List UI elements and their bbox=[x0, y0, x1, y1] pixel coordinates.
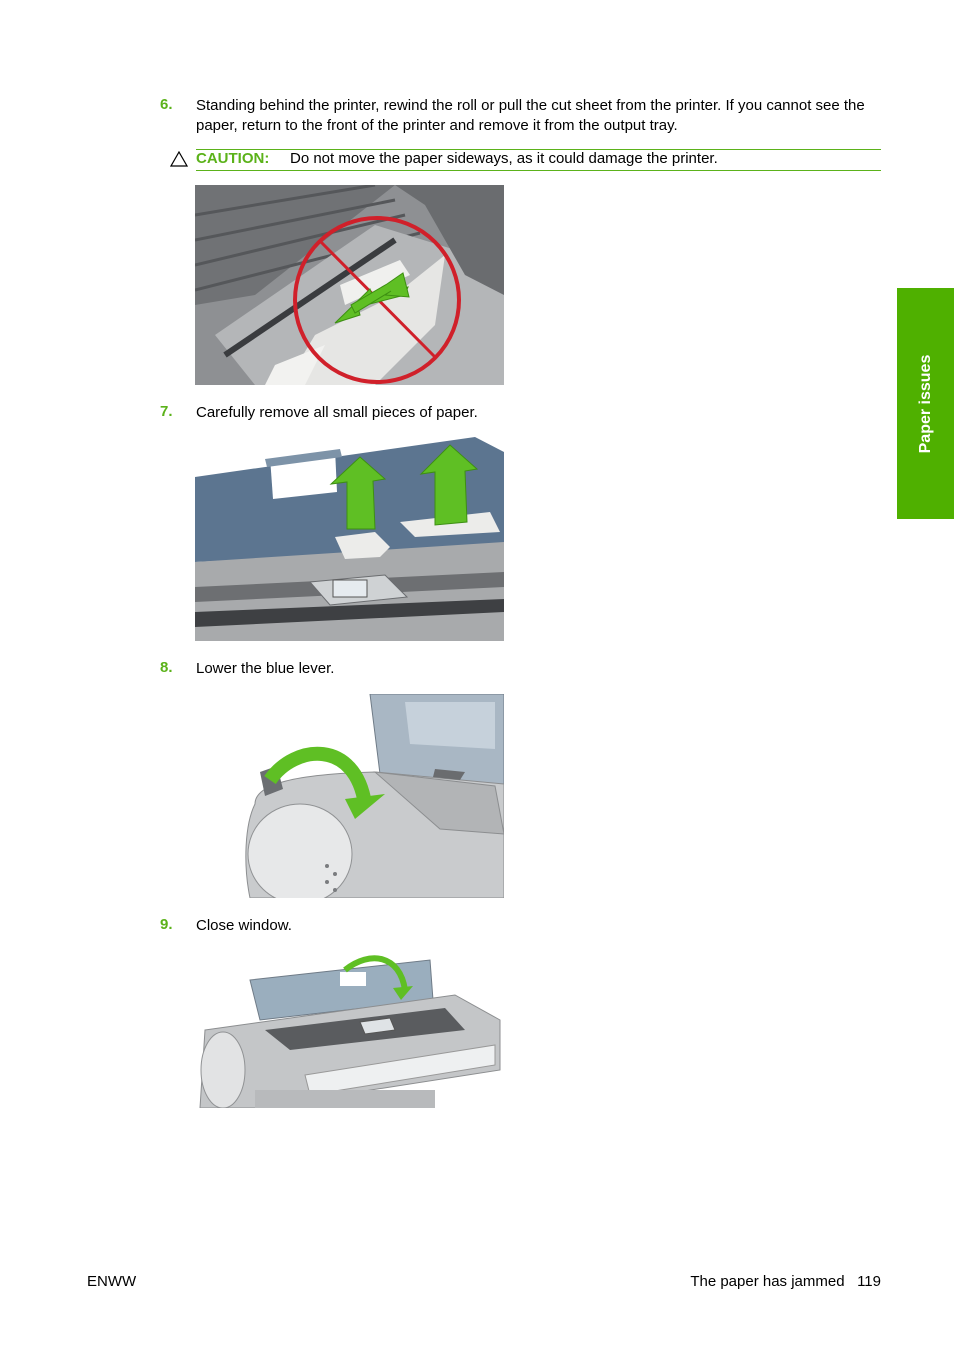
footer-section-title: The paper has jammed bbox=[690, 1273, 845, 1290]
footer-enww: ENWW bbox=[87, 1273, 137, 1290]
footer-page-number: 119 bbox=[857, 1273, 881, 1290]
caution-box bbox=[196, 149, 881, 171]
caution-label: CAUTION: bbox=[196, 150, 270, 167]
section-side-tab: Paper issues bbox=[897, 288, 954, 519]
step-6-number: 6. bbox=[160, 96, 173, 113]
section-side-tab-label: Paper issues bbox=[916, 354, 934, 453]
footer-title-page: The paper has jammed 119 bbox=[690, 1273, 881, 1290]
figure-remove-paper-pieces bbox=[195, 437, 504, 641]
step-6-text: Standing behind the printer, rewind the … bbox=[196, 97, 865, 134]
step-7-text: Carefully remove all small pieces of pap… bbox=[196, 404, 478, 421]
step-7-number: 7. bbox=[160, 403, 173, 420]
caution-text: Do not move the paper sideways, as it co… bbox=[290, 150, 718, 167]
figure-paper-sideways-prohibited bbox=[195, 185, 504, 385]
step-9-text: Close window. bbox=[196, 917, 292, 934]
step-8-number: 8. bbox=[160, 659, 173, 676]
caution-triangle-icon bbox=[170, 151, 188, 167]
step-9-number: 9. bbox=[160, 916, 173, 933]
figure-lower-blue-lever bbox=[195, 694, 504, 898]
step-8-text: Lower the blue lever. bbox=[196, 660, 335, 677]
figure-close-window bbox=[195, 950, 504, 1108]
